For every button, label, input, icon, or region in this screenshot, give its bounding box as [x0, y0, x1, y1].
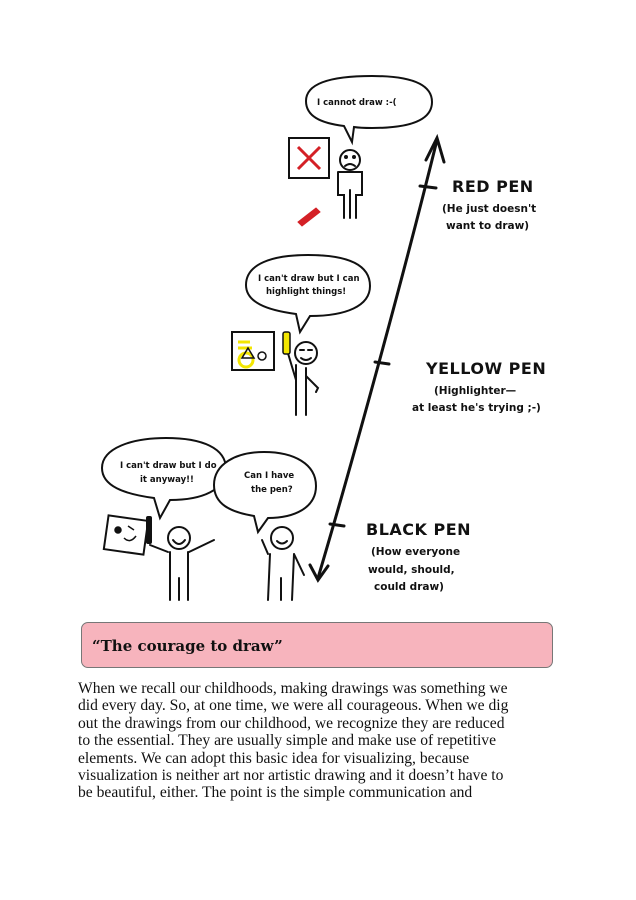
happy-person: [149, 526, 215, 601]
svg-text:I can't draw but I can: I can't draw but I can: [258, 274, 360, 284]
asking-scene: Can I have the pen?: [212, 450, 318, 601]
red-cross-icon: [296, 145, 322, 171]
svg-text:(Highlighter—: (Highlighter—: [434, 385, 516, 397]
svg-text:I can't draw but I do: I can't draw but I do: [120, 461, 217, 471]
body-line: elements. We can adopt this basic idea f…: [78, 749, 470, 767]
red-pen-scene: I cannot draw :-(: [288, 74, 434, 227]
body-line: visualization is neither art nor artisti…: [78, 767, 504, 785]
asking-person: [261, 526, 305, 601]
drawing-board: [231, 331, 275, 371]
svg-text:it anyway!!: it anyway!!: [140, 475, 194, 485]
label-yellow-pen: YELLOW PEN (Highlighter— at least he's t…: [412, 359, 546, 414]
body-line: did every day. So, at one time, we were …: [78, 697, 509, 715]
svg-text:YELLOW PEN: YELLOW PEN: [425, 359, 546, 378]
highlighter-icon: [282, 331, 291, 355]
svg-text:would, should,: would, should,: [368, 564, 455, 576]
svg-text:Can I have: Can I have: [244, 471, 294, 481]
svg-text:BLACK PEN: BLACK PEN: [366, 520, 471, 539]
trying-person: [286, 341, 320, 416]
svg-text:highlight things!: highlight things!: [266, 287, 346, 297]
quote-title: “The courage to draw”: [92, 637, 283, 655]
label-red-pen: RED PEN (He just doesn't want to draw): [442, 177, 536, 232]
black-pen-icon: [146, 516, 152, 544]
speech-bubble: [212, 450, 318, 535]
label-black-pen: BLACK PEN (How everyone would, should, c…: [366, 520, 471, 593]
svg-text:could draw): could draw): [374, 581, 444, 593]
body-line: When we recall our childhoods, making dr…: [78, 680, 508, 697]
body-line: be beautiful, either. The point is the s…: [78, 784, 473, 802]
scribble-drawing: [114, 525, 137, 542]
shapes-icon: [240, 346, 267, 361]
speech-bubble: [244, 253, 372, 335]
progress-arrow: [308, 133, 446, 583]
courage-illustration: RED PEN (He just doesn't want to draw) Y…: [100, 74, 546, 601]
quote-box: “The courage to draw”: [81, 622, 553, 668]
body-line: to the essential. They are usually simpl…: [78, 732, 497, 750]
drawing-board: [102, 514, 150, 556]
speech-bubble: [304, 74, 434, 146]
svg-text:at least he's trying ;-): at least he's trying ;-): [412, 402, 541, 414]
black-pen-scene: I can't draw but I do it anyway!!: [100, 436, 228, 601]
svg-text:(He just doesn't: (He just doesn't: [442, 203, 536, 215]
svg-text:the pen?: the pen?: [251, 485, 293, 495]
yellow-pen-scene: I can't draw but I can highlight things!: [231, 253, 372, 416]
svg-text:I cannot draw :-(: I cannot draw :-(: [317, 98, 397, 108]
body-paragraph: When we recall our childhoods, making dr…: [78, 680, 564, 802]
highlighter-marks: [237, 340, 255, 369]
red-pen-icon: [297, 207, 321, 227]
sad-person: [337, 149, 363, 219]
drawing-board: [288, 137, 330, 179]
svg-text:(How everyone: (How everyone: [371, 546, 460, 558]
svg-text:want to draw): want to draw): [446, 220, 529, 232]
body-line: out the drawings from our childhood, we …: [78, 714, 505, 732]
svg-text:RED PEN: RED PEN: [452, 177, 534, 196]
